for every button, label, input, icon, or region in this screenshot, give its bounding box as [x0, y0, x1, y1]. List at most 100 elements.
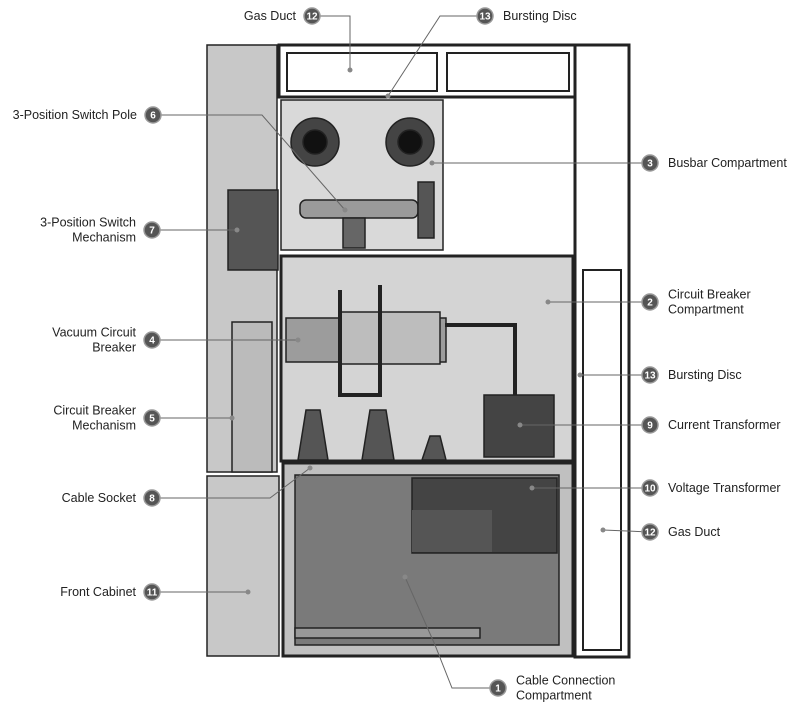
- callout-number: 9: [647, 421, 653, 432]
- leader-line: [387, 15, 485, 97]
- callout-label: Bursting Disc: [668, 368, 742, 382]
- callout-label: 3-Position Switch: [40, 216, 136, 230]
- callout-number-badge: [641, 366, 659, 384]
- leader-line: [152, 467, 311, 499]
- leader-dot: [600, 527, 606, 533]
- callout-label: Mechanism: [72, 231, 136, 245]
- leader-line: [404, 576, 498, 689]
- leader-line: [312, 15, 351, 70]
- leader-dot: [307, 465, 313, 471]
- callout-label: Circuit Breaker: [53, 404, 136, 418]
- callout-number-badge: [641, 154, 659, 172]
- callout-number-badge: [641, 416, 659, 434]
- callout-number: 13: [644, 371, 656, 382]
- leader-dot: [229, 415, 235, 421]
- gas-duct-top-panel: [446, 52, 570, 92]
- earthing-bar: [294, 627, 481, 639]
- leader-dot: [245, 589, 251, 595]
- leader-dot: [402, 574, 408, 580]
- callout-number-badge: [143, 221, 161, 239]
- leader-dot: [295, 337, 301, 343]
- callout-number-badge: [143, 331, 161, 349]
- callout-number: 4: [149, 336, 155, 347]
- leader-dot: [429, 160, 435, 166]
- callout-6: 6 3-Position Switch Pole: [13, 106, 348, 213]
- conductor-bar: [338, 285, 382, 397]
- leader-line: [153, 114, 346, 211]
- callout-number-badge: [143, 583, 161, 601]
- switch-pole-base: [342, 217, 366, 249]
- callout-label: Gas Duct: [244, 9, 297, 23]
- callout-number: 12: [644, 528, 656, 539]
- switch-pole-insulator: [417, 181, 435, 239]
- callout-number-badge: [489, 679, 507, 697]
- callout-number: 12: [306, 12, 318, 23]
- leader-dot: [342, 207, 348, 213]
- callout-number: 11: [147, 588, 158, 599]
- callout-number-badge: [641, 479, 659, 497]
- callout-label: Mechanism: [72, 419, 136, 433]
- vacuum-breaker-body: [339, 311, 441, 365]
- leader-dot: [517, 422, 523, 428]
- callout-number: 7: [149, 226, 155, 237]
- voltage-transformer-lower: [412, 510, 492, 552]
- cabinet-drawing: [206, 43, 631, 659]
- callout-number: 10: [644, 484, 656, 495]
- callout-label: Vacuum Circuit: [52, 326, 136, 340]
- callout-number-badge: [303, 7, 321, 25]
- callout-number: 2: [647, 298, 653, 309]
- callout-label: Cable Socket: [62, 491, 137, 505]
- callout-9: 9 Current Transformer: [517, 416, 781, 434]
- circuit-breaker-mechanism-shape: [231, 321, 273, 473]
- callout-label: Cable Connection: [516, 674, 615, 688]
- callout-13: 13 Bursting Disc: [385, 7, 577, 99]
- leader-dot: [529, 485, 535, 491]
- cable-socket-cone: [361, 409, 395, 461]
- callout-12: 12 Gas Duct: [244, 7, 353, 73]
- callout-label: Compartment: [668, 303, 744, 317]
- callout-label: 3-Position Switch Pole: [13, 108, 137, 122]
- callout-label: Voltage Transformer: [668, 481, 781, 495]
- callout-10: 10 Voltage Transformer: [529, 479, 781, 497]
- leader-dot: [347, 67, 353, 73]
- callout-number-badge: [476, 7, 494, 25]
- callout-label: Circuit Breaker: [668, 288, 751, 302]
- callout-number-badge: [144, 106, 162, 124]
- switch-pole-shape: [299, 199, 419, 219]
- callout-number: 1: [495, 684, 501, 695]
- callout-12: 12 Gas Duct: [600, 523, 721, 541]
- callout-label: Compartment: [516, 689, 592, 703]
- callout-number-badge: [641, 293, 659, 311]
- gas-duct-side-panel: [582, 269, 622, 651]
- callout-label: Current Transformer: [668, 418, 781, 432]
- callout-number: 6: [150, 111, 156, 122]
- callout-number-badge: [143, 489, 161, 507]
- callout-number: 5: [149, 414, 155, 425]
- callout-label: Bursting Disc: [503, 9, 577, 23]
- callout-label: Breaker: [92, 341, 136, 355]
- leader-dot: [385, 93, 391, 99]
- busbar-bushing-core: [397, 129, 423, 155]
- gas-duct-top-panel: [286, 52, 438, 92]
- cable-socket-cone: [297, 409, 329, 461]
- leader-dot: [545, 299, 551, 305]
- callout-13: 13 Bursting Disc: [577, 366, 742, 384]
- callout-number: 13: [479, 12, 491, 23]
- front-cabinet-lower: [206, 475, 280, 657]
- leader-dot: [234, 227, 240, 233]
- busbar-bushing-core: [302, 129, 328, 155]
- cable-socket-cone: [420, 435, 447, 461]
- callout-number-badge: [641, 523, 659, 541]
- conductor-bar: [445, 323, 517, 395]
- callout-label: Gas Duct: [668, 525, 721, 539]
